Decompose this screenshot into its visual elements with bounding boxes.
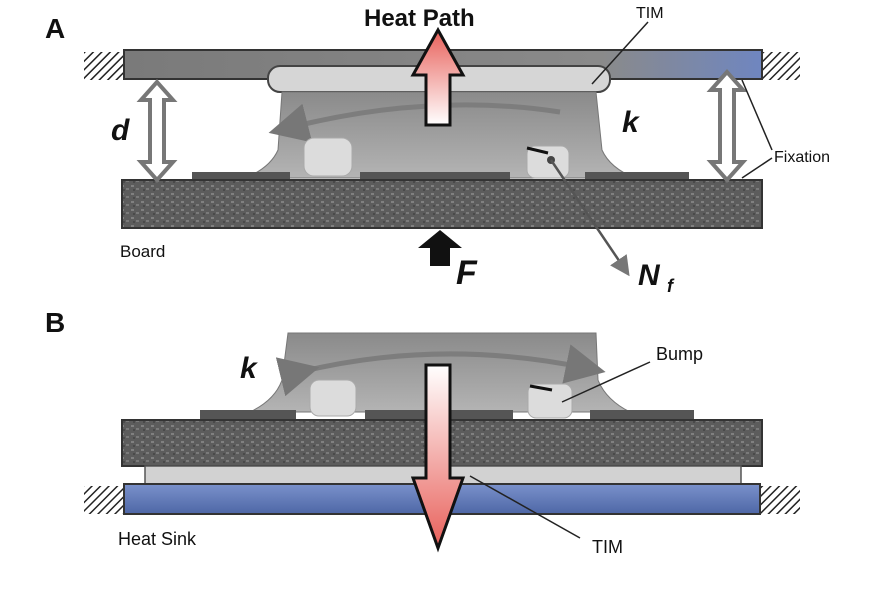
- fixation-block-right: [760, 52, 800, 80]
- fixation-leader-2: [741, 157, 773, 179]
- label-d: d: [111, 114, 130, 147]
- label-heat-sink: Heat Sink: [118, 529, 197, 549]
- label-k-b: k: [240, 352, 258, 385]
- panel-a: A d k Heat Path TIM: [45, 5, 830, 296]
- fixation-leader-1: [741, 79, 773, 151]
- tim-leader-b: [469, 475, 581, 539]
- label-n-sub: f: [667, 276, 675, 296]
- panel-a-letter: A: [45, 13, 65, 44]
- crack-mark-a: [526, 146, 549, 155]
- label-tim-b: TIM: [592, 537, 623, 557]
- pad-a-2: [360, 172, 510, 180]
- label-heat-path: Heat Path: [364, 5, 475, 32]
- label-board: Board: [120, 242, 165, 261]
- label-n: N: [638, 259, 661, 292]
- tim-leader-a: [591, 21, 649, 85]
- board-a: [121, 179, 763, 229]
- fixation-block-left-b: [84, 486, 126, 514]
- pad-a-3: [585, 172, 689, 180]
- label-tim-a: TIM: [636, 5, 664, 22]
- force-arrow: [418, 230, 462, 266]
- distance-arrow-d: [136, 78, 178, 184]
- label-bump: Bump: [656, 344, 703, 364]
- pad-b-3: [590, 410, 694, 419]
- bump-left-b: [309, 379, 357, 417]
- fixation-block-left: [84, 52, 124, 80]
- warpage-arrow-b: [275, 344, 606, 397]
- crack-mark-b: [529, 384, 553, 392]
- fixation-arrow-right: [706, 68, 748, 184]
- bump-right-b: [527, 383, 573, 419]
- heat-path-arrow-down: [410, 363, 466, 553]
- bump-leader: [561, 361, 651, 403]
- panel-b: B k Bump Heat Sink TIM: [45, 307, 800, 557]
- pad-b-1: [200, 410, 296, 419]
- label-f: F: [456, 254, 478, 292]
- label-fixation: Fixation: [774, 149, 830, 166]
- nf-arrow: [549, 159, 630, 277]
- bump-left-a: [303, 137, 353, 177]
- fixation-block-right-b: [760, 486, 800, 514]
- label-k-a: k: [622, 106, 640, 139]
- pad-a-1: [192, 172, 290, 180]
- panel-b-letter: B: [45, 307, 65, 338]
- heat-path-arrow-up: [410, 26, 466, 127]
